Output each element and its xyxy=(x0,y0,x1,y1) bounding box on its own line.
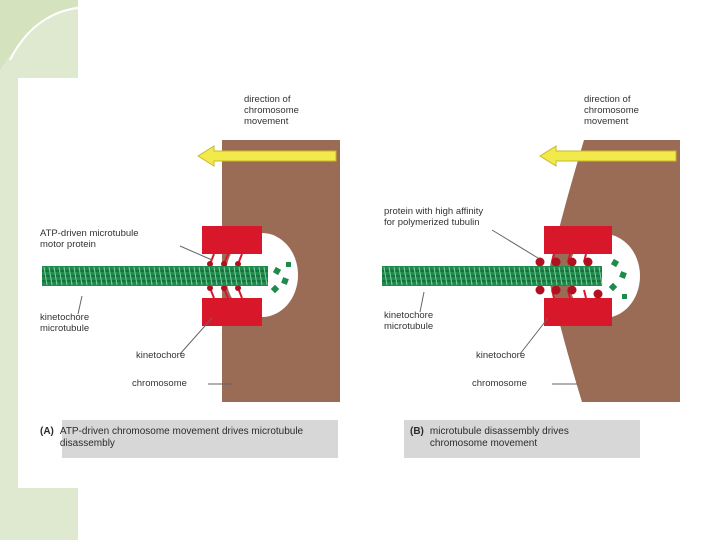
panel-b-kinetochore-top xyxy=(544,226,612,254)
panel-b-caption-box xyxy=(404,420,640,458)
panel-b xyxy=(382,140,680,458)
panel-a-microtubule-label: kinetochore microtubule xyxy=(40,312,90,334)
panel-a xyxy=(42,140,340,458)
panel-a-caption: (A) ATP-driven chromosome movement drives… xyxy=(40,426,336,450)
panel-b-kinetochore-bottom xyxy=(544,298,612,326)
panel-b-caption-tag: (B) xyxy=(410,426,424,437)
slide-corner-swirl xyxy=(0,0,78,70)
panel-b-protein-label: protein with high affinity for polymeriz… xyxy=(384,206,484,228)
panel-b-kinetochore-label: kinetochore xyxy=(476,350,526,361)
panel-b-direction-arrow xyxy=(539,145,677,167)
panel-a-motor-protein-label: ATP-driven microtubule motor protein xyxy=(40,228,139,250)
panel-a-tubulin-subunits xyxy=(270,262,291,294)
panel-b-microtubule xyxy=(382,266,603,286)
panel-a-kinetochore-bottom xyxy=(202,298,262,326)
panel-a-direction-arrow xyxy=(197,145,337,167)
panel-b-direction-label: direction of chromosome movement xyxy=(584,94,639,127)
panel-a-leader-lines xyxy=(77,245,232,385)
panel-a-microtubule xyxy=(42,266,268,286)
panel-a-caption-tag: (A) xyxy=(40,426,54,437)
panel-a-caption-box xyxy=(62,420,338,458)
panel-b-microtubule-label: kinetochore microtubule xyxy=(384,310,434,332)
panel-b-tubulin-subunits xyxy=(608,258,627,299)
panel-b-caption-text: microtubule disassembly drives chromosom… xyxy=(429,426,569,449)
panel-b-chromosome-label: chromosome xyxy=(472,378,527,389)
panel-a-motor-heads xyxy=(207,261,241,291)
panel-b-protein-heads xyxy=(535,257,603,299)
panel-a-direction-label: direction of chromosome movement xyxy=(244,94,299,127)
panel-b-caption: (B) microtubule disassembly drives chromo… xyxy=(410,426,640,450)
panel-a-kinetochore-label: kinetochore xyxy=(136,350,186,361)
panel-a-chromosome-label: chromosome xyxy=(132,378,187,389)
slide-corner-curve xyxy=(9,7,79,61)
panel-b-leader-lines xyxy=(419,229,578,385)
panel-a-kinetochore-top xyxy=(202,226,262,254)
panel-a-caption-text: ATP-driven chromosome movement drives mi… xyxy=(59,426,304,449)
